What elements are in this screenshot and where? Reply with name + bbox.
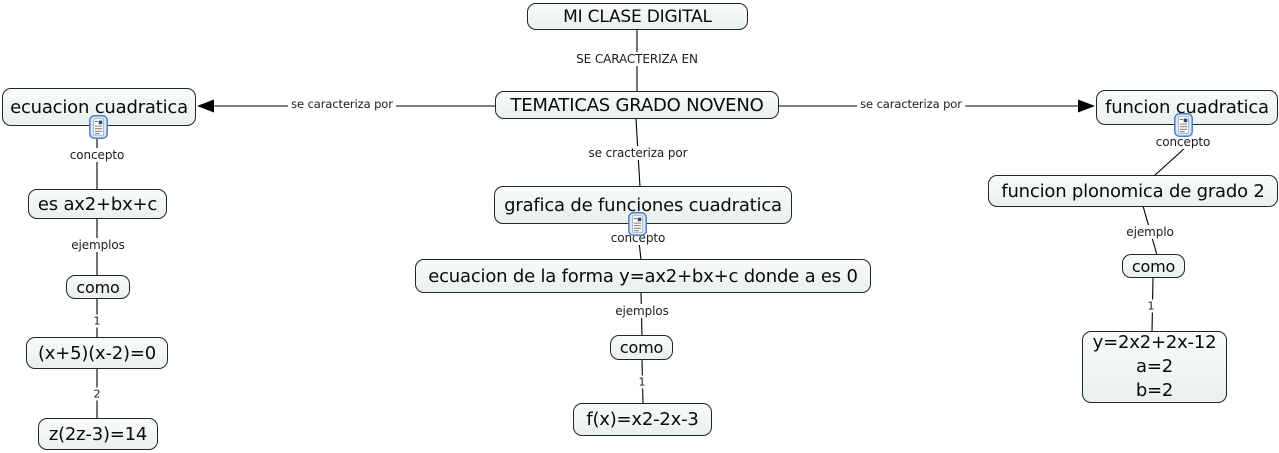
link-label-num-1-left[interactable]: 1 bbox=[91, 314, 103, 328]
node-como-center[interactable]: como bbox=[610, 335, 673, 360]
node-fx-ejemplo[interactable]: f(x)=x2-2x-3 bbox=[573, 403, 712, 436]
node-mi-clase-digital[interactable]: MI CLASE DIGITAL bbox=[527, 3, 748, 30]
node-es-ax2-bx-c[interactable]: es ax2+bx+c bbox=[28, 189, 167, 219]
link-label-num-1-right[interactable]: 1 bbox=[1145, 299, 1157, 313]
node-como-left[interactable]: como bbox=[66, 275, 130, 299]
link-label-se-caracteriza-por-right[interactable]: se caracteriza por bbox=[857, 97, 965, 111]
link-label-ejemplo-right[interactable]: ejemplo bbox=[1123, 225, 1177, 239]
link-label-concepto-center[interactable]: concepto bbox=[607, 231, 669, 245]
ejemplo-right-line3: b=2 bbox=[1135, 379, 1174, 401]
link-label-se-caracteriza-en[interactable]: SE CARACTERIZA EN bbox=[573, 52, 701, 66]
arrowhead-right bbox=[1078, 99, 1095, 113]
ejemplo-right-line1: y=2x2+2x-12 bbox=[1092, 332, 1217, 354]
link-label-se-cracteriza-por-center[interactable]: se cracteriza por bbox=[585, 146, 691, 160]
link-label-concepto-right[interactable]: concepto bbox=[1152, 135, 1214, 149]
link-label-num-2-left[interactable]: 2 bbox=[91, 387, 103, 401]
node-ejemplo-left-1[interactable]: (x+5)(x-2)=0 bbox=[26, 337, 168, 369]
arrowhead-left bbox=[197, 99, 214, 113]
ejemplo-right-line2: a=2 bbox=[1136, 356, 1173, 378]
link-label-ejemplos-left[interactable]: ejemplos bbox=[68, 238, 128, 252]
link-label-concepto-left[interactable]: concepto bbox=[66, 148, 128, 162]
link-label-se-caracteriza-por-left[interactable]: se caracteriza por bbox=[288, 97, 396, 111]
link-label-ejemplos-center[interactable]: ejemplos bbox=[612, 304, 672, 318]
resource-icon[interactable] bbox=[628, 212, 647, 236]
node-funcion-plonomica[interactable]: funcion plonomica de grado 2 bbox=[988, 175, 1278, 207]
node-ejemplo-right[interactable]: y=2x2+2x-12 a=2 b=2 bbox=[1082, 331, 1227, 403]
node-ecuacion-de-la-forma[interactable]: ecuacion de la forma y=ax2+bx+c donde a … bbox=[415, 259, 871, 293]
node-ejemplo-left-2[interactable]: z(2z-3)=14 bbox=[38, 418, 158, 450]
resource-icon[interactable] bbox=[89, 115, 108, 139]
node-tematicas-grado-noveno[interactable]: TEMATICAS GRADO NOVENO bbox=[495, 91, 779, 119]
node-como-right[interactable]: como bbox=[1122, 254, 1185, 278]
resource-icon[interactable] bbox=[1174, 113, 1193, 137]
link-label-num-1-center[interactable]: 1 bbox=[636, 375, 648, 389]
